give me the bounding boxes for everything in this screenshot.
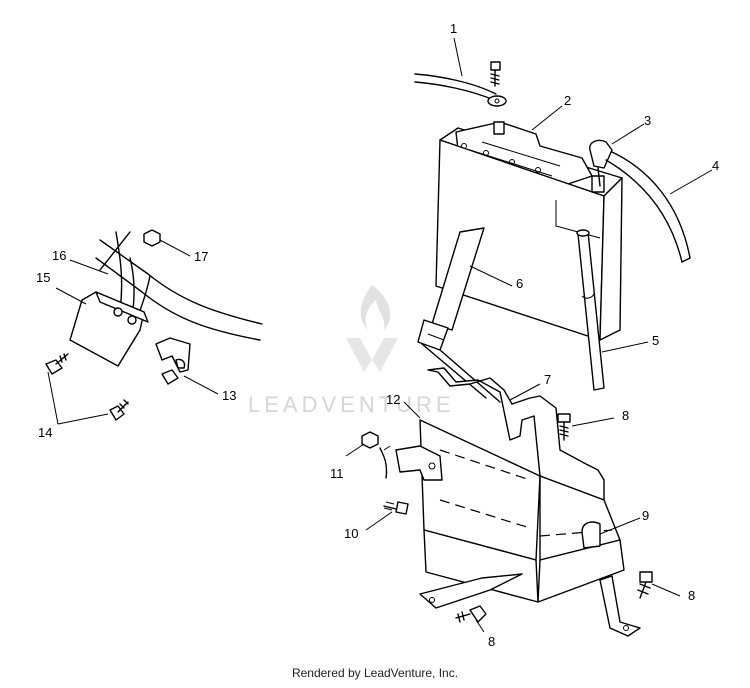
callout-9: 9 xyxy=(642,508,649,523)
watermark-text: LEADVENTURE xyxy=(248,392,455,417)
callout-6: 6 xyxy=(516,276,523,291)
callouts: 1 2 3 4 5 6 7 8 8 8 9 10 11 12 13 14 15 … xyxy=(36,21,719,649)
callout-10: 10 xyxy=(344,526,358,541)
bolt-8-bottom xyxy=(455,605,487,623)
nut-11 xyxy=(361,431,379,449)
callout-1: 1 xyxy=(450,21,457,36)
watermark-logo-icon xyxy=(360,285,391,330)
watermark-v-icon xyxy=(346,338,398,372)
nut-17 xyxy=(143,229,161,247)
mounting-bracket-13 xyxy=(155,337,191,385)
callout-13: 13 xyxy=(222,388,236,403)
leader-lines xyxy=(47,37,713,633)
callout-2: 2 xyxy=(564,93,571,108)
watermark: LEADVENTURE xyxy=(248,285,455,417)
callout-15: 15 xyxy=(36,270,50,285)
bolt-10 xyxy=(383,501,409,515)
bolt-8-top xyxy=(557,413,571,441)
callout-12: 12 xyxy=(386,392,400,407)
callout-7: 7 xyxy=(544,372,551,387)
frame-tube xyxy=(95,231,263,341)
callout-16: 16 xyxy=(52,248,66,263)
solenoid xyxy=(69,291,149,367)
callout-8-bottom: 8 xyxy=(488,634,495,649)
battery xyxy=(435,121,623,341)
callout-5: 5 xyxy=(652,333,659,348)
battery-tray xyxy=(379,367,641,637)
callout-14: 14 xyxy=(38,425,52,440)
credit-text: Rendered by LeadVenture, Inc. xyxy=(291,666,459,680)
battery-strap xyxy=(417,227,501,403)
bolt-14-upper xyxy=(45,353,69,375)
bolt-14-lower xyxy=(109,399,129,421)
callout-8-right: 8 xyxy=(688,588,695,603)
positive-terminal-cap xyxy=(589,139,691,263)
callout-17: 17 xyxy=(194,249,208,264)
vent-tube xyxy=(576,229,605,391)
callout-4: 4 xyxy=(712,158,719,173)
battery-cable-positive xyxy=(414,73,507,107)
callout-3: 3 xyxy=(644,113,651,128)
callout-11: 11 xyxy=(330,466,344,481)
terminal-bolt xyxy=(490,61,501,87)
callout-8-top: 8 xyxy=(622,408,629,423)
bolt-8-right xyxy=(637,571,653,599)
